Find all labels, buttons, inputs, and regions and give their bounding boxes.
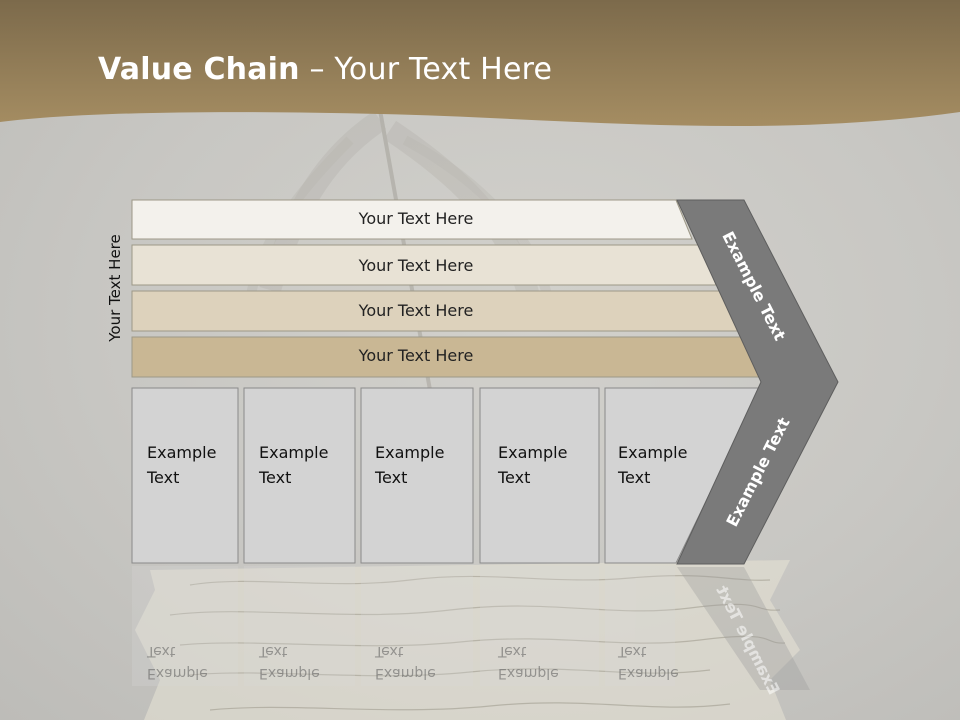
row-label-2: Your Text Here bbox=[358, 256, 474, 275]
box-4-line1: Example bbox=[498, 443, 568, 462]
box-3-line1: Example bbox=[375, 443, 445, 462]
box-1-line2: Text bbox=[147, 468, 180, 487]
box-reflections bbox=[132, 566, 675, 686]
box-2-refl-line2: Text bbox=[259, 643, 288, 659]
box-4-refl-line2: Text bbox=[498, 643, 527, 659]
box-1-refl-line1: Example bbox=[147, 665, 208, 681]
box-1-reflection-text: Example Text bbox=[147, 640, 208, 684]
box-3-refl-line2: Text bbox=[375, 643, 404, 659]
activity-box-1 bbox=[131, 387, 239, 564]
box-4-reflection-text: Example Text bbox=[498, 640, 559, 684]
row-label-4: Your Text Here bbox=[358, 346, 474, 365]
chevron-reflection bbox=[677, 567, 810, 690]
box-3-refl-line1: Example bbox=[375, 665, 436, 681]
box-5-line1: Example bbox=[618, 443, 688, 462]
row-bar-1 bbox=[131, 199, 693, 240]
activity-box-5 bbox=[604, 387, 762, 564]
box-1-line1: Example bbox=[147, 443, 217, 462]
box-5-line2: Text bbox=[618, 468, 651, 487]
activity-box-3 bbox=[360, 387, 474, 564]
box-2-line2: Text bbox=[259, 468, 292, 487]
row-label-3: Your Text Here bbox=[358, 301, 474, 320]
slide-title: Value Chain – Your Text Here bbox=[98, 52, 552, 87]
box-2-refl-line1: Example bbox=[259, 665, 320, 681]
activity-box-4 bbox=[479, 387, 600, 564]
box-5-refl-line2: Text bbox=[618, 643, 647, 659]
title-rest: – Your Text Here bbox=[299, 52, 553, 87]
box-2-reflection-text: Example Text bbox=[259, 640, 320, 684]
title-bold: Value Chain bbox=[98, 52, 300, 87]
box-1-refl-line2: Text bbox=[147, 643, 176, 659]
box-4-line2: Text bbox=[498, 468, 531, 487]
header-band bbox=[0, 0, 960, 126]
parchment-watermark-image bbox=[135, 560, 800, 720]
box-4-refl-line1: Example bbox=[498, 665, 559, 681]
box-5-refl-line1: Example bbox=[618, 665, 679, 681]
box-3-line2: Text bbox=[375, 468, 408, 487]
box-2-line1: Example bbox=[259, 443, 329, 462]
row-label-1: Your Text Here bbox=[358, 209, 474, 228]
box-3-reflection-text: Example Text bbox=[375, 640, 436, 684]
chevron-arrow bbox=[676, 199, 839, 565]
activity-box-2 bbox=[243, 387, 356, 564]
box-5-reflection-text: Example Text bbox=[618, 640, 679, 684]
